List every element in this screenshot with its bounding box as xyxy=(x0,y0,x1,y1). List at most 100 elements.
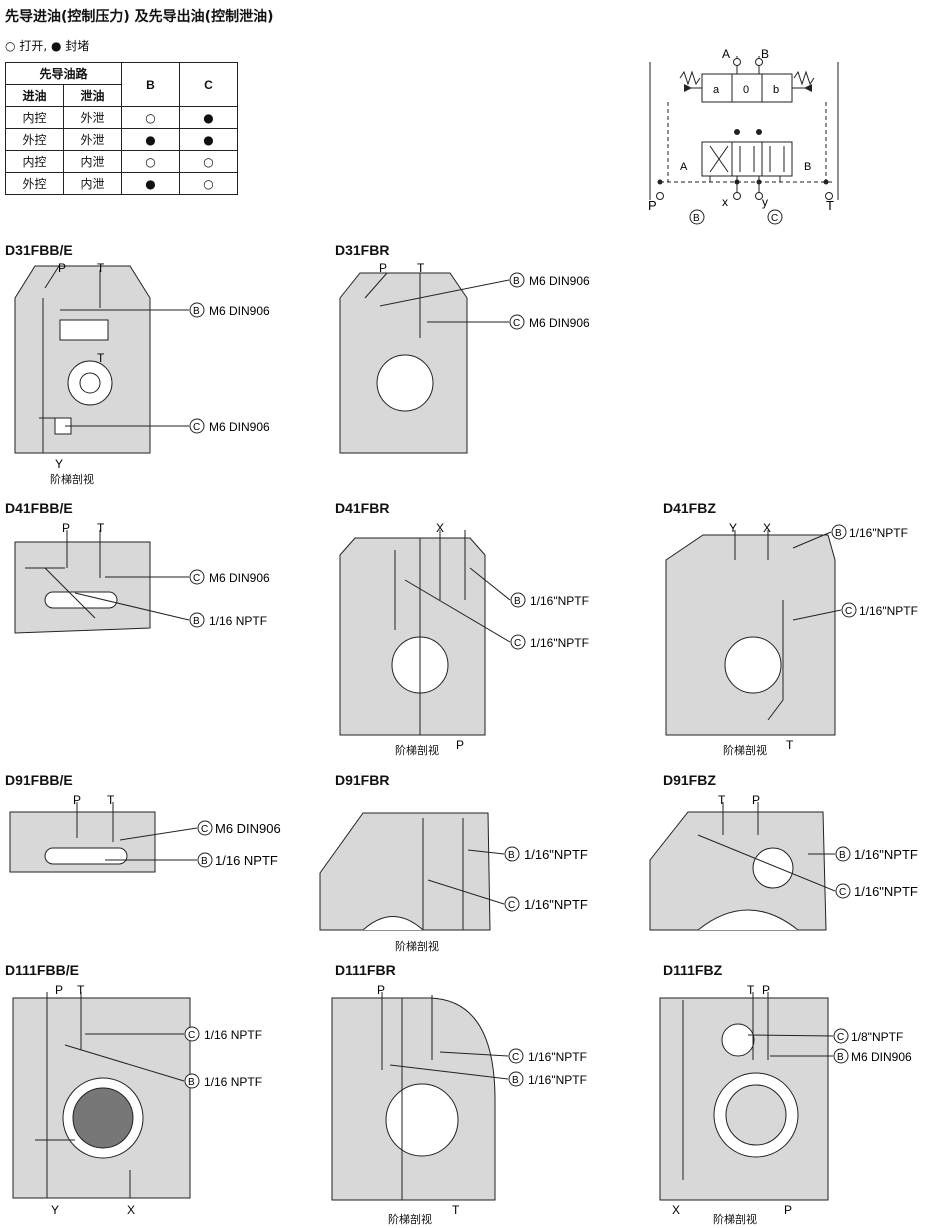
table-cell: 外控 xyxy=(5,172,64,195)
d111fbr-t: T xyxy=(452,1203,460,1217)
d111fbb-callout-c: C xyxy=(188,1030,195,1041)
table-row: 内控 外泄 ○ ● xyxy=(5,106,238,129)
section-d91fbz: T P B 1/16"NPTF C 1/16"NPTF xyxy=(649,793,918,931)
d111fbz-x: X xyxy=(672,1203,680,1217)
caption-d91fbr: 阶梯剖视 xyxy=(395,940,439,953)
section-d41fbr: X B 1/16"NPTF C 1/16"NPTF P xyxy=(339,521,589,752)
label-d31fbr: D31FBR xyxy=(335,242,390,258)
d111fbz-note-c: 1/8"NPTF xyxy=(851,1030,903,1044)
d41fbz-note-b: 1/16"NPTF xyxy=(849,526,908,540)
table-cell: ● xyxy=(179,106,238,129)
d41fbz-t: T xyxy=(786,738,794,752)
d111fbb-p: P xyxy=(55,983,63,997)
d111fbz-t: T xyxy=(747,983,755,997)
d111fbz-note-b: M6 DIN906 xyxy=(851,1050,912,1064)
d31fbb-callout-b: B xyxy=(193,306,200,317)
legend-closed-text: 封堵 xyxy=(65,39,90,53)
d31fbb-callout-c: C xyxy=(193,422,200,433)
d111fbr-callout-c: C xyxy=(512,1052,519,1063)
d91fbz-note-b: 1/16"NPTF xyxy=(854,847,918,862)
d91fbr-note-b: 1/16"NPTF xyxy=(524,847,588,862)
label-d111fbb: D111FBB/E xyxy=(5,962,79,978)
table-col-b: B xyxy=(121,62,180,107)
caption-d31fbb: 阶梯剖视 xyxy=(50,473,94,486)
d41fbz-callout-b: B xyxy=(835,528,842,539)
d91fbz-p: P xyxy=(752,793,760,807)
d31fbb-t2: T xyxy=(97,351,105,365)
d111fbz-callout-c: C xyxy=(837,1032,844,1043)
d91fbr-callout-b: B xyxy=(508,850,515,861)
d111fbr-p: P xyxy=(377,983,385,997)
d91fbb-callout-c: C xyxy=(201,824,208,835)
d91fbb-t: T xyxy=(107,793,115,807)
d31fbr-t: T xyxy=(417,261,425,275)
caption-d41fbz: 阶梯剖视 xyxy=(723,744,767,757)
d111fbr-note-b: 1/16"NPTF xyxy=(528,1073,587,1087)
d111fbb-t: T xyxy=(77,983,85,997)
table-cell: 外控 xyxy=(5,128,64,151)
schematic-circle-c: C xyxy=(771,213,778,224)
section-d31fbr: P T B M6 DIN906 C M6 DIN906 xyxy=(339,261,590,454)
d41fbz-note-c: 1/16"NPTF xyxy=(859,604,918,618)
label-d41fbb: D41FBB/E xyxy=(5,500,73,516)
caption-d111fbz: 阶梯剖视 xyxy=(713,1213,757,1226)
d31fbr-callout-c: C xyxy=(513,318,520,329)
d111fbz-callout-b: B xyxy=(837,1052,844,1063)
table-cell: ○ xyxy=(121,150,180,173)
label-d91fbz: D91FBZ xyxy=(663,772,716,788)
d91fbz-callout-c: C xyxy=(839,887,846,898)
schematic-circle-b: B xyxy=(693,213,700,224)
section-d91fbr: B 1/16"NPTF C 1/16"NPTF xyxy=(319,812,588,931)
section-d31fbb: P T T Y B M6 DIN906 C M6 DIN906 xyxy=(14,261,270,471)
d31fbb-note-b: M6 DIN906 xyxy=(209,304,270,318)
d41fbz-callout-c: C xyxy=(845,606,852,617)
d41fbb-note-b: 1/16 NPTF xyxy=(209,614,267,628)
schematic-port-a: A xyxy=(722,47,730,61)
d41fbr-note-b: 1/16"NPTF xyxy=(530,594,589,608)
schematic-port-x: x xyxy=(722,195,728,209)
table-cell: 内泄 xyxy=(63,150,122,173)
d41fbr-note-c: 1/16"NPTF xyxy=(530,636,589,650)
schematic-port-y: y xyxy=(762,195,768,209)
table-cell: ● xyxy=(121,128,180,151)
d31fbr-p: P xyxy=(379,261,387,275)
section-d111fbr: P T C 1/16"NPTF B 1/16"NPTF xyxy=(331,983,587,1217)
d41fbb-callout-b: B xyxy=(193,616,200,627)
d111fbb-callout-b: B xyxy=(188,1077,195,1088)
table-cell: 内控 xyxy=(5,150,64,173)
d31fbb-t: T xyxy=(97,261,105,275)
d41fbr-callout-c: C xyxy=(514,638,521,649)
d31fbb-y: Y xyxy=(55,457,63,471)
d41fbr-p: P xyxy=(456,738,464,752)
d41fbr-x: X xyxy=(436,521,444,535)
d111fbz-p2: P xyxy=(784,1203,792,1217)
label-d41fbz: D41FBZ xyxy=(663,500,716,516)
table-cell: ○ xyxy=(121,106,180,129)
label-d111fbr: D111FBR xyxy=(335,962,396,978)
closed-symbol-icon: ● xyxy=(50,39,62,53)
d91fbz-t: T xyxy=(718,793,726,807)
d91fbb-p: P xyxy=(73,793,81,807)
section-d111fbz: T P X P C 1/8"NPTF B M6 DIN906 xyxy=(659,983,912,1217)
d41fbr-callout-b: B xyxy=(514,596,521,607)
hydraulic-schematic: A B a 0 b A B P T x y B C xyxy=(648,47,839,225)
schematic-port-b: B xyxy=(761,47,769,61)
d41fbb-p: P xyxy=(62,521,70,535)
d111fbb-note-c: 1/16 NPTF xyxy=(204,1028,262,1042)
table-cell: 外泄 xyxy=(63,128,122,151)
table-cell: ● xyxy=(179,128,238,151)
d111fbr-callout-b: B xyxy=(512,1075,519,1086)
d41fbb-callout-c: C xyxy=(193,573,200,584)
d91fbz-callout-b: B xyxy=(839,850,846,861)
d31fbr-callout-b: B xyxy=(513,276,520,287)
schematic-side-b: B xyxy=(804,161,811,173)
d111fbb-x: X xyxy=(127,1203,135,1217)
table-cell: 外泄 xyxy=(63,106,122,129)
d111fbb-y: Y xyxy=(51,1203,59,1217)
table-cell: ● xyxy=(121,172,180,195)
caption-d111fbr: 阶梯剖视 xyxy=(388,1213,432,1226)
section-d41fbb: P T C M6 DIN906 B 1/16 NPTF xyxy=(14,521,270,634)
d91fbb-note-c: M6 DIN906 xyxy=(215,821,281,836)
schematic-port-p: P xyxy=(648,198,657,213)
caption-d41fbr: 阶梯剖视 xyxy=(395,744,439,757)
